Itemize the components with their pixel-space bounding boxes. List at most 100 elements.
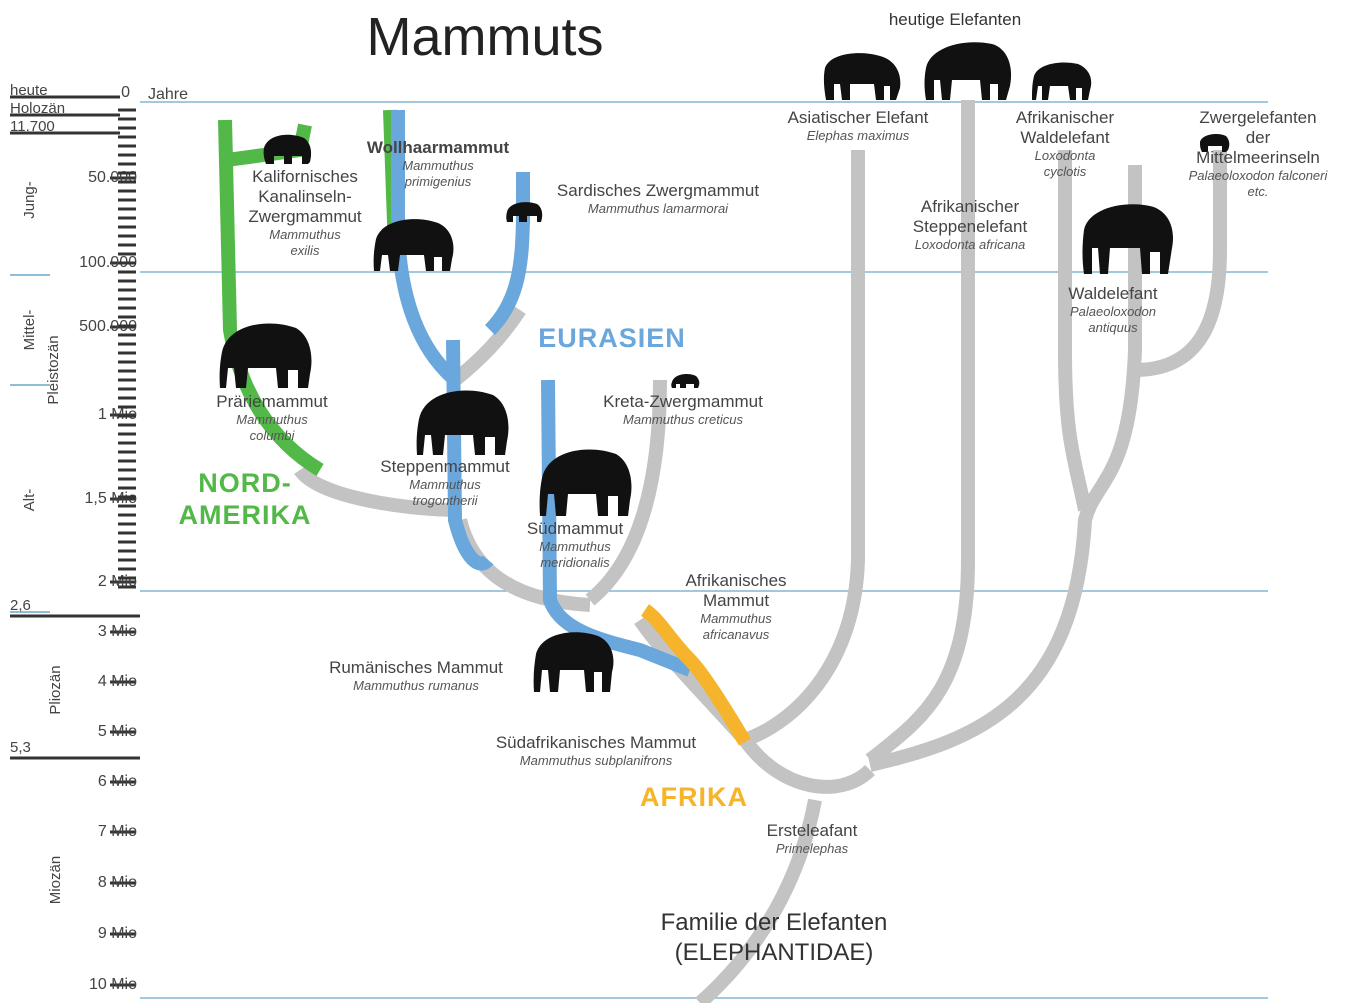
time-tick-label: 3 Mio — [98, 623, 137, 640]
species-name: Kalifornisches — [252, 167, 358, 186]
era-label: Alt- — [21, 489, 38, 512]
family-label-1: Familie der Elefanten — [661, 909, 888, 936]
african-elephant-icon — [925, 42, 1012, 100]
species-scientific-name: Mammuthus subplanifrons — [520, 753, 673, 768]
time-tick-label: 4 Mio — [98, 673, 137, 690]
species-name: Kanalinseln- — [258, 187, 352, 206]
epoch-label: heute — [10, 82, 48, 99]
sardinian-mammoth-icon — [506, 202, 542, 222]
species-name: Südmammut — [527, 519, 624, 538]
species-name: Zwergmammut — [248, 207, 362, 226]
species-name: Steppenelefant — [913, 217, 1028, 236]
species-scientific-name: exilis — [291, 243, 320, 258]
species-name: Ersteleafant — [767, 821, 858, 840]
page-title: Mammuts — [366, 7, 603, 67]
romanian-mammoth-icon — [534, 632, 614, 692]
time-tick-label: 8 Mio — [98, 874, 137, 891]
species-scientific-name: Mammuthus creticus — [623, 412, 743, 427]
species-name: Waldelefant — [1020, 128, 1109, 147]
species-name: Waldelefant — [1068, 284, 1157, 303]
steppe-mammoth-icon — [417, 390, 509, 455]
today-header: heutige Elefanten — [889, 10, 1021, 29]
asian-branch — [745, 150, 858, 740]
species-scientific-name: Mammuthus — [236, 412, 308, 427]
time-tick-label: 10 Mio — [89, 976, 137, 993]
species-scientific-name: Mammuthus — [402, 158, 474, 173]
species-scientific-name: africanavus — [703, 627, 770, 642]
era-label: Jung- — [21, 181, 38, 219]
year-zero: 0 — [121, 84, 130, 101]
species-name: Zwergelefanten — [1199, 108, 1316, 127]
species-scientific-name: Loxodonta africana — [915, 237, 1026, 252]
time-tick-label: 6 Mio — [98, 773, 137, 790]
species-scientific-name: etc. — [1248, 184, 1269, 199]
region-north-america-2: AMERIKA — [179, 500, 312, 530]
species-name: Rumänisches Mammut — [329, 658, 503, 677]
species-name: Afrikanischer — [921, 197, 1020, 216]
year-unit: Jahre — [148, 86, 188, 103]
species-kalifornisch: KalifornischesKanalinseln-ZwergmammutMam… — [248, 167, 362, 258]
time-tick-label: 7 Mio — [98, 823, 137, 840]
exilis-mammoth-icon — [264, 135, 312, 164]
region-africa: AFRIKA — [640, 782, 748, 812]
era-label: Pleistozän — [45, 335, 62, 404]
split-branch — [745, 740, 870, 787]
timescale: 0 Jahre heuteHolozän11.70050.000100.0005… — [10, 82, 188, 993]
straight-tusked-elephant-icon — [1083, 204, 1174, 274]
species-scientific-name: cyclotis — [1044, 164, 1087, 179]
species-waldelefant: WaldelefantPalaeoloxodonantiquus — [1068, 284, 1157, 335]
species-scientific-name: Mammuthus rumanus — [353, 678, 479, 693]
species-scientific-name: Mammuthus lamarmorai — [588, 201, 729, 216]
species-name: Asiatischer Elefant — [788, 108, 929, 127]
time-tick-label: 9 Mio — [98, 925, 137, 942]
woolly-mammoth-icon — [374, 219, 454, 271]
species-scientific-name: Palaeoloxodon — [1070, 304, 1156, 319]
family-label-2: (ELEPHANTIDAE) — [675, 939, 874, 966]
species-scientific-name: primigenius — [404, 174, 472, 189]
species-scientific-name: Mammuthus — [269, 227, 341, 242]
species-name: Präriemammut — [216, 392, 328, 411]
species-scientific-name: columbi — [250, 428, 296, 443]
era-label: Miozän — [47, 856, 64, 904]
species-name: Kreta-Zwergmammut — [603, 392, 763, 411]
sardinia-blue-branch — [490, 172, 523, 330]
species-scientific-name: trogontherii — [412, 493, 478, 508]
species-scientific-name: antiquus — [1088, 320, 1138, 335]
asian-elephant-icon — [824, 53, 900, 100]
species-scientific-name: Mammuthus — [539, 539, 611, 554]
species-name: Wollhaarmammut — [367, 138, 510, 157]
era-label: Mittel- — [21, 310, 38, 351]
euro-link-branch — [455, 310, 520, 380]
species-scientific-name: Mammuthus — [409, 477, 481, 492]
species-zwerg_mittelmeer: ZwergelefantenderMittelmeerinselnPalaeol… — [1189, 108, 1329, 199]
region-north-america-1: NORD- — [198, 468, 292, 498]
species-name: Sardisches Zwergmammut — [557, 181, 759, 200]
region-eurasia: EURASIEN — [538, 323, 686, 353]
species-scientific-name: meridionalis — [540, 555, 610, 570]
boundary-label: 5,3 — [10, 739, 31, 756]
species-name: Afrikanischer — [1016, 108, 1115, 127]
species-waldelefant_afr: AfrikanischerWaldelefantLoxodontacycloti… — [1016, 108, 1115, 179]
era-label: Pliozän — [47, 665, 64, 714]
species-name: Südafrikanisches Mammut — [496, 733, 697, 752]
species-name: der — [1246, 128, 1271, 147]
species-name: Afrikanisches — [685, 571, 786, 590]
time-tick-label: 5 Mio — [98, 723, 137, 740]
species-scientific-name: Primelephas — [776, 841, 849, 856]
kreta-mammoth-icon — [671, 374, 699, 388]
epoch-label: Holozän — [10, 100, 65, 117]
forest-branch — [1065, 150, 1085, 510]
species-scientific-name: Loxodonta — [1035, 148, 1096, 163]
species-scientific-name: Palaeoloxodon falconeri — [1189, 168, 1329, 183]
